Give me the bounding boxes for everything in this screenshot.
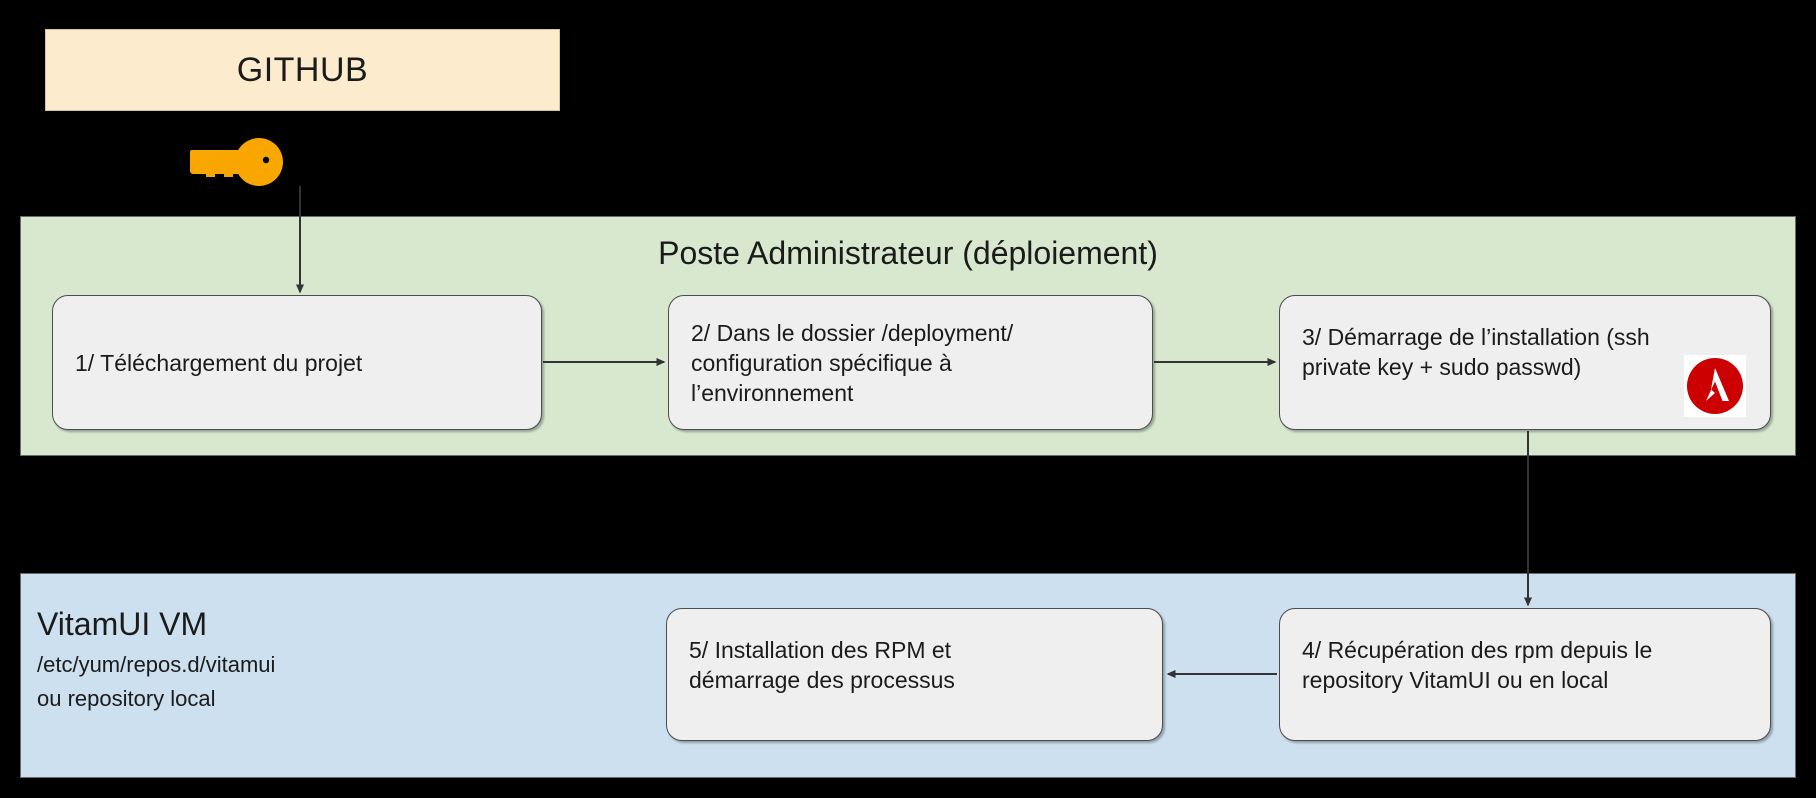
step-3-line-2: private key + sudo passwd) bbox=[1302, 354, 1582, 380]
step-3-text: 3/ Démarrage de l’installation (ssh priv… bbox=[1302, 322, 1754, 382]
ansible-logo-icon bbox=[1684, 355, 1746, 417]
github-source-box[interactable]: GITHUB bbox=[45, 29, 560, 111]
lane-admin-title: Poste Administrateur (déploiement) bbox=[658, 235, 1158, 271]
step-2-line-2: configuration spécifique à bbox=[691, 349, 952, 376]
step-1-text: 1/ Téléchargement du projet bbox=[75, 348, 525, 378]
step-4-text: 4/ Récupération des rpm depuis le reposi… bbox=[1302, 635, 1754, 695]
lane-vm-subtitle-path: /etc/yum/repos.d/vitamui bbox=[37, 652, 276, 677]
lane-vm-title: VitamUI VM bbox=[37, 606, 208, 642]
github-label: GITHUB bbox=[236, 50, 369, 89]
step-box-5[interactable]: 5/ Installation des RPM et démarrage des… bbox=[666, 608, 1163, 741]
step-5-text: 5/ Installation des RPM et démarrage des… bbox=[689, 635, 1146, 695]
step-2-line-1: 2/ Dans le dossier /deployment/ bbox=[691, 319, 1014, 346]
step-box-4[interactable]: 4/ Récupération des rpm depuis le reposi… bbox=[1279, 608, 1771, 741]
step-box-3[interactable]: 3/ Démarrage de l’installation (ssh priv… bbox=[1279, 295, 1771, 430]
step-1-line-1: 1/ Téléchargement du projet bbox=[75, 349, 363, 376]
step-4-line-2: repository VitamUI ou en local bbox=[1302, 667, 1609, 693]
step-2-line-3: l’environnement bbox=[691, 379, 854, 406]
step-4-line-1: 4/ Récupération des rpm depuis le bbox=[1302, 637, 1653, 663]
step-5-line-2: démarrage des processus bbox=[689, 667, 955, 693]
lane-vm-subtitle-alt: ou repository local bbox=[37, 686, 216, 711]
step-box-2[interactable]: 2/ Dans le dossier /deployment/ configur… bbox=[668, 295, 1153, 430]
step-box-1[interactable]: 1/ Téléchargement du projet bbox=[52, 295, 542, 430]
step-5-line-1: 5/ Installation des RPM et bbox=[689, 637, 952, 663]
step-2-text: 2/ Dans le dossier /deployment/ configur… bbox=[691, 318, 1136, 408]
step-3-line-1: 3/ Démarrage de l’installation (ssh bbox=[1302, 324, 1650, 350]
key-icon bbox=[182, 138, 288, 186]
